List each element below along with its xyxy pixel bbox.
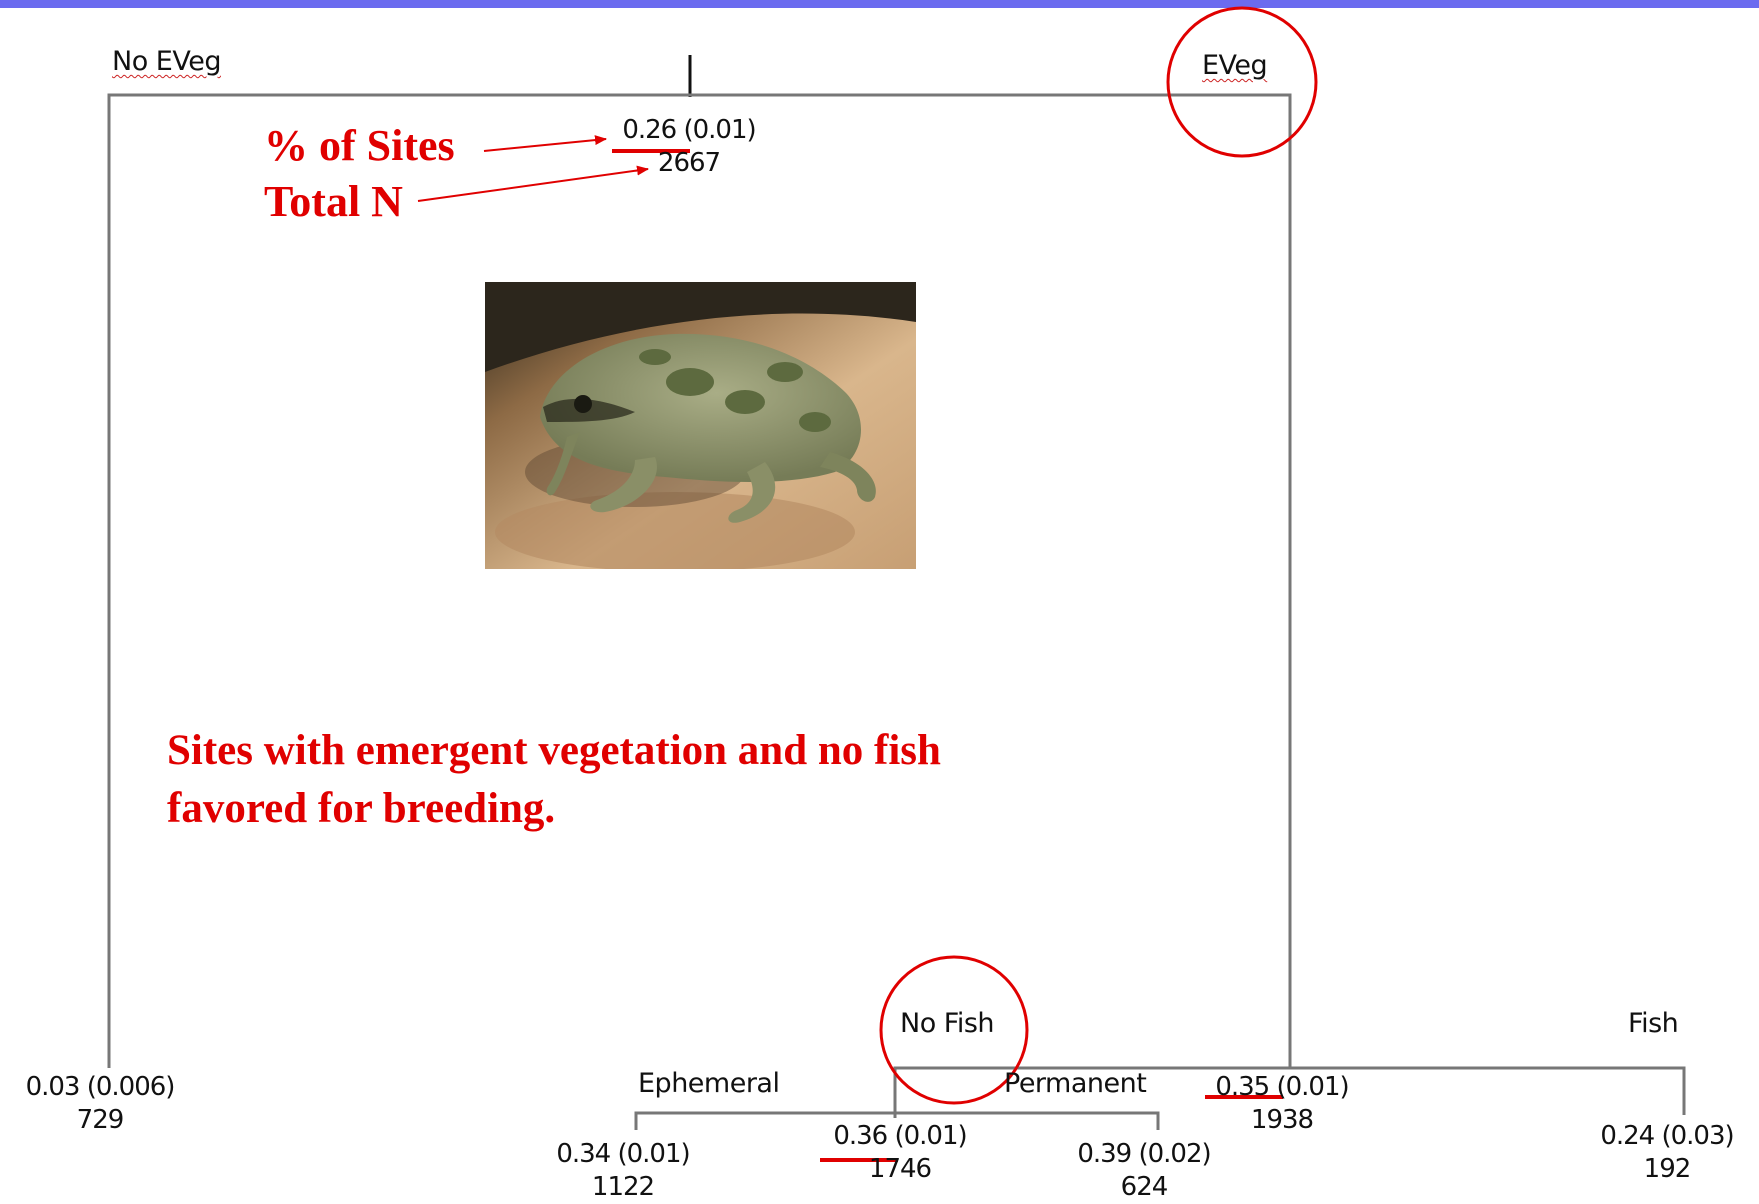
node-value: 0.39 (0.02) [1058, 1138, 1230, 1171]
node-value: 0.03 (0.006) [10, 1071, 190, 1104]
split-label-eveg: EVeg [1202, 50, 1267, 81]
tree-node-eveg: 0.35 (0.01) 1938 [1198, 1071, 1366, 1137]
tree-node-ephemeral: 0.34 (0.01) 1122 [538, 1138, 708, 1204]
node-value: 0.35 (0.01) [1198, 1071, 1366, 1104]
conclusion-line-1: Sites with emergent vegetation and no fi… [167, 726, 941, 775]
node-n: 1938 [1198, 1104, 1366, 1137]
node-n: 1122 [538, 1171, 708, 1204]
tree-node-no-eveg: 0.03 (0.006) 729 [10, 1071, 190, 1137]
split-label-fish: Fish [1628, 1008, 1678, 1039]
node-value: 0.34 (0.01) [538, 1138, 708, 1171]
node-n: 1746 [814, 1153, 986, 1186]
conclusion-line-2: favored for breeding. [167, 784, 555, 833]
node-value: 0.24 (0.03) [1582, 1120, 1752, 1153]
total-n-annotation: Total N [264, 176, 403, 227]
node-n: 192 [1582, 1153, 1752, 1186]
split-label-permanent: Permanent [1004, 1068, 1146, 1099]
pct-sites-annotation: % of Sites [264, 120, 455, 171]
tree-node-permanent: 0.39 (0.02) 624 [1058, 1138, 1230, 1204]
split-label-ephemeral: Ephemeral [638, 1068, 779, 1099]
node-value: 0.36 (0.01) [814, 1120, 986, 1153]
tree-node-no-fish: 0.36 (0.01) 1746 [814, 1120, 986, 1186]
highlight-circles [881, 8, 1316, 1103]
split-label-no-fish: No Fish [900, 1008, 994, 1039]
tree-node-fish: 0.24 (0.03) 192 [1582, 1120, 1752, 1186]
node-n: 624 [1058, 1171, 1230, 1204]
node-n: 2667 [604, 147, 774, 180]
node-value: 0.26 (0.01) [604, 114, 774, 147]
split-label-no-eveg: No EVeg [112, 46, 221, 77]
tree-node-root: 0.26 (0.01) 2667 [604, 114, 774, 180]
pct-sites-arrow [484, 139, 606, 151]
eveg-highlight-circle [1168, 8, 1316, 156]
frog-photo [485, 282, 916, 569]
node-n: 729 [10, 1104, 190, 1137]
